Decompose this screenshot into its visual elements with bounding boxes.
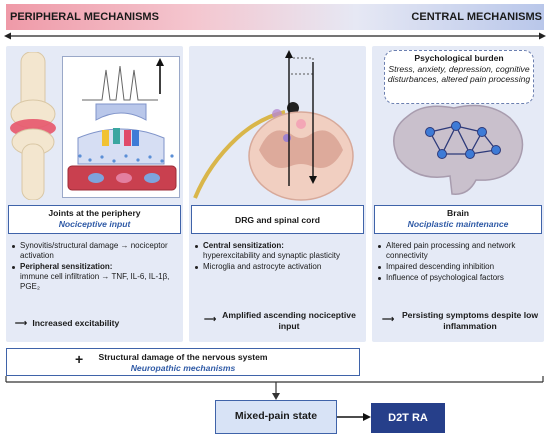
list-item: Central sensitization:hyperexcitability …	[195, 241, 363, 261]
spinal-bullet-list: Central sensitization:hyperexcitability …	[195, 241, 363, 273]
structural-damage-box: + Structural damage of the nervous syste…	[6, 348, 360, 376]
convergence-bracket	[5, 376, 544, 421]
periphery-conclusion: ⟶ Increased excitability	[12, 318, 178, 329]
mechanism-gradient-bar	[6, 4, 544, 30]
periphery-label-box: Joints at the periphery Nociceptive inpu…	[8, 205, 181, 234]
structural-title: Structural damage of the nervous system	[98, 352, 268, 362]
list-item: Synovitis/structural damage → nociceptor…	[12, 241, 180, 261]
mixed-pain-state-box: Mixed-pain state	[215, 400, 337, 434]
arrow-right-icon: ⟶	[14, 318, 28, 328]
spinal-cord-illustration	[193, 50, 354, 201]
spinal-conclusion: ⟶ Amplified ascending nociceptive input	[204, 310, 356, 331]
brain-conclusion: ⟶ Persisting symptoms despite low inflam…	[382, 310, 539, 331]
periphery-subtitle: Nociceptive input	[58, 219, 131, 229]
list-item: Altered pain processing and network conn…	[378, 241, 540, 261]
brain-label-box: Brain Nociplastic maintenance	[374, 205, 542, 234]
central-header: CENTRAL MECHANISMS	[411, 11, 542, 23]
list-item: Impaired descending inhibition	[378, 262, 540, 272]
list-item: Peripheral sensitization:immune cell inf…	[12, 262, 180, 292]
periphery-title: Joints at the periphery	[48, 208, 141, 218]
spinal-title: DRG and spinal cord	[235, 215, 320, 225]
brain-subtitle: Nociplastic maintenance	[407, 219, 509, 229]
d2t-ra-box: D2T RA	[371, 403, 445, 433]
double-arrow-icon	[4, 32, 546, 40]
list-item: Influence of psychological factors	[378, 273, 540, 283]
psychological-burden-box: Psychological burden Stress, anxiety, de…	[384, 50, 534, 104]
brain-title: Brain	[447, 208, 469, 218]
psych-title: Psychological burden	[414, 53, 504, 63]
list-item: Microglia and astrocyte activation	[195, 262, 363, 272]
arrow-right-icon: ⟶	[382, 314, 395, 324]
psych-text: Stress, anxiety, depression, cognitive d…	[387, 63, 531, 85]
peripheral-header: PERIPHERAL MECHANISMS	[10, 11, 159, 23]
arrow-right-icon: ⟶	[204, 314, 217, 324]
plus-icon: +	[75, 351, 84, 367]
spinal-label-box: DRG and spinal cord	[191, 205, 364, 234]
knee-joint-illustration	[10, 52, 56, 200]
peripheral-synapse-illustration	[67, 58, 177, 191]
periphery-bullet-list: Synovitis/structural damage → nociceptor…	[12, 241, 180, 293]
structural-subtitle: Neuropathic mechanisms	[130, 363, 236, 373]
brain-bullet-list: Altered pain processing and network conn…	[378, 241, 540, 284]
brain-network-illustration	[393, 104, 524, 195]
